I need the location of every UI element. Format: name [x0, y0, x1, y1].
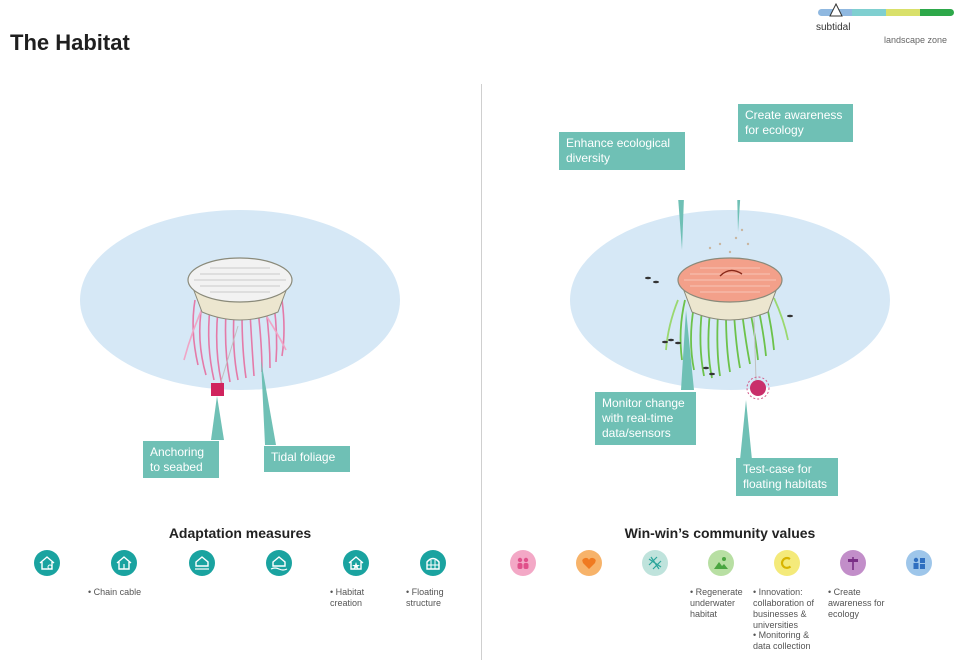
- house-raised-icon: [189, 550, 215, 576]
- zone-bar-supratidal: [886, 9, 920, 16]
- particle-marks: [708, 228, 750, 254]
- house-floating-icon: [266, 550, 292, 576]
- callout-anchoring: Anchoring to seabed: [143, 441, 219, 478]
- community-values-title: Win-win’s community values: [624, 525, 816, 541]
- people-icon: [510, 550, 536, 576]
- callout-test-case: Test-case for floating habitats: [736, 458, 838, 496]
- zone-current-label: subtidal: [816, 22, 851, 33]
- zone-marker-icon: [829, 3, 843, 17]
- innovation-icon: [774, 550, 800, 576]
- note-chain-cable: • Chain cable: [88, 587, 142, 597]
- page-title: The Habitat: [10, 30, 130, 55]
- heart-icon: [576, 550, 602, 576]
- note-regenerate-habitat: • Regenerate underwater habitat: [690, 587, 743, 619]
- zone-indicator: subtidal landscape zone: [816, 0, 954, 50]
- right-habitat-illustration: [570, 200, 890, 460]
- note-floating-structure: • Floating structure: [406, 587, 444, 608]
- left-habitat-illustration: [80, 210, 400, 445]
- note-create-awareness: • Create awareness for ecology: [828, 587, 885, 619]
- map-grid-icon: [642, 550, 668, 576]
- callout-monitor-change: Monitor change with real-time data/senso…: [595, 392, 696, 445]
- community-icon: [906, 550, 932, 576]
- signpost-icon: [840, 550, 866, 576]
- anchor-block: [211, 383, 224, 396]
- testcase-leader: [740, 400, 752, 460]
- house-gears-icon: [34, 550, 60, 576]
- panel-divider: [481, 84, 482, 660]
- zone-bar-intertidal: [852, 9, 886, 16]
- note-innovation: • Innovation: collaboration of businesse…: [753, 587, 815, 630]
- zone-bar-terrestrial: [920, 9, 954, 16]
- callout-tidal-foliage: Tidal foliage: [264, 446, 350, 472]
- house-anchor-icon: [111, 550, 137, 576]
- callout-create-awareness: Create awareness for ecology: [738, 104, 853, 142]
- foliage-leader: [261, 360, 276, 445]
- note-monitoring: • Monitoring & data collection: [753, 630, 811, 651]
- landscape-icon: [708, 550, 734, 576]
- diversity-leader: [678, 200, 684, 250]
- house-star-icon: [343, 550, 369, 576]
- greenhouse-icon: [420, 550, 446, 576]
- fish-marks: [645, 276, 793, 376]
- zone-legend-label: landscape zone: [884, 35, 948, 45]
- callout-ecological-diversity: Enhance ecological diversity: [559, 132, 685, 170]
- monitor-leader: [681, 310, 694, 390]
- note-habitat-creation: • Habitat creation: [330, 587, 365, 608]
- sensor-marker: [750, 380, 766, 396]
- awareness-leader: [737, 200, 741, 232]
- adaptation-measures-title: Adaptation measures: [168, 525, 312, 541]
- anchor-leader: [211, 396, 224, 440]
